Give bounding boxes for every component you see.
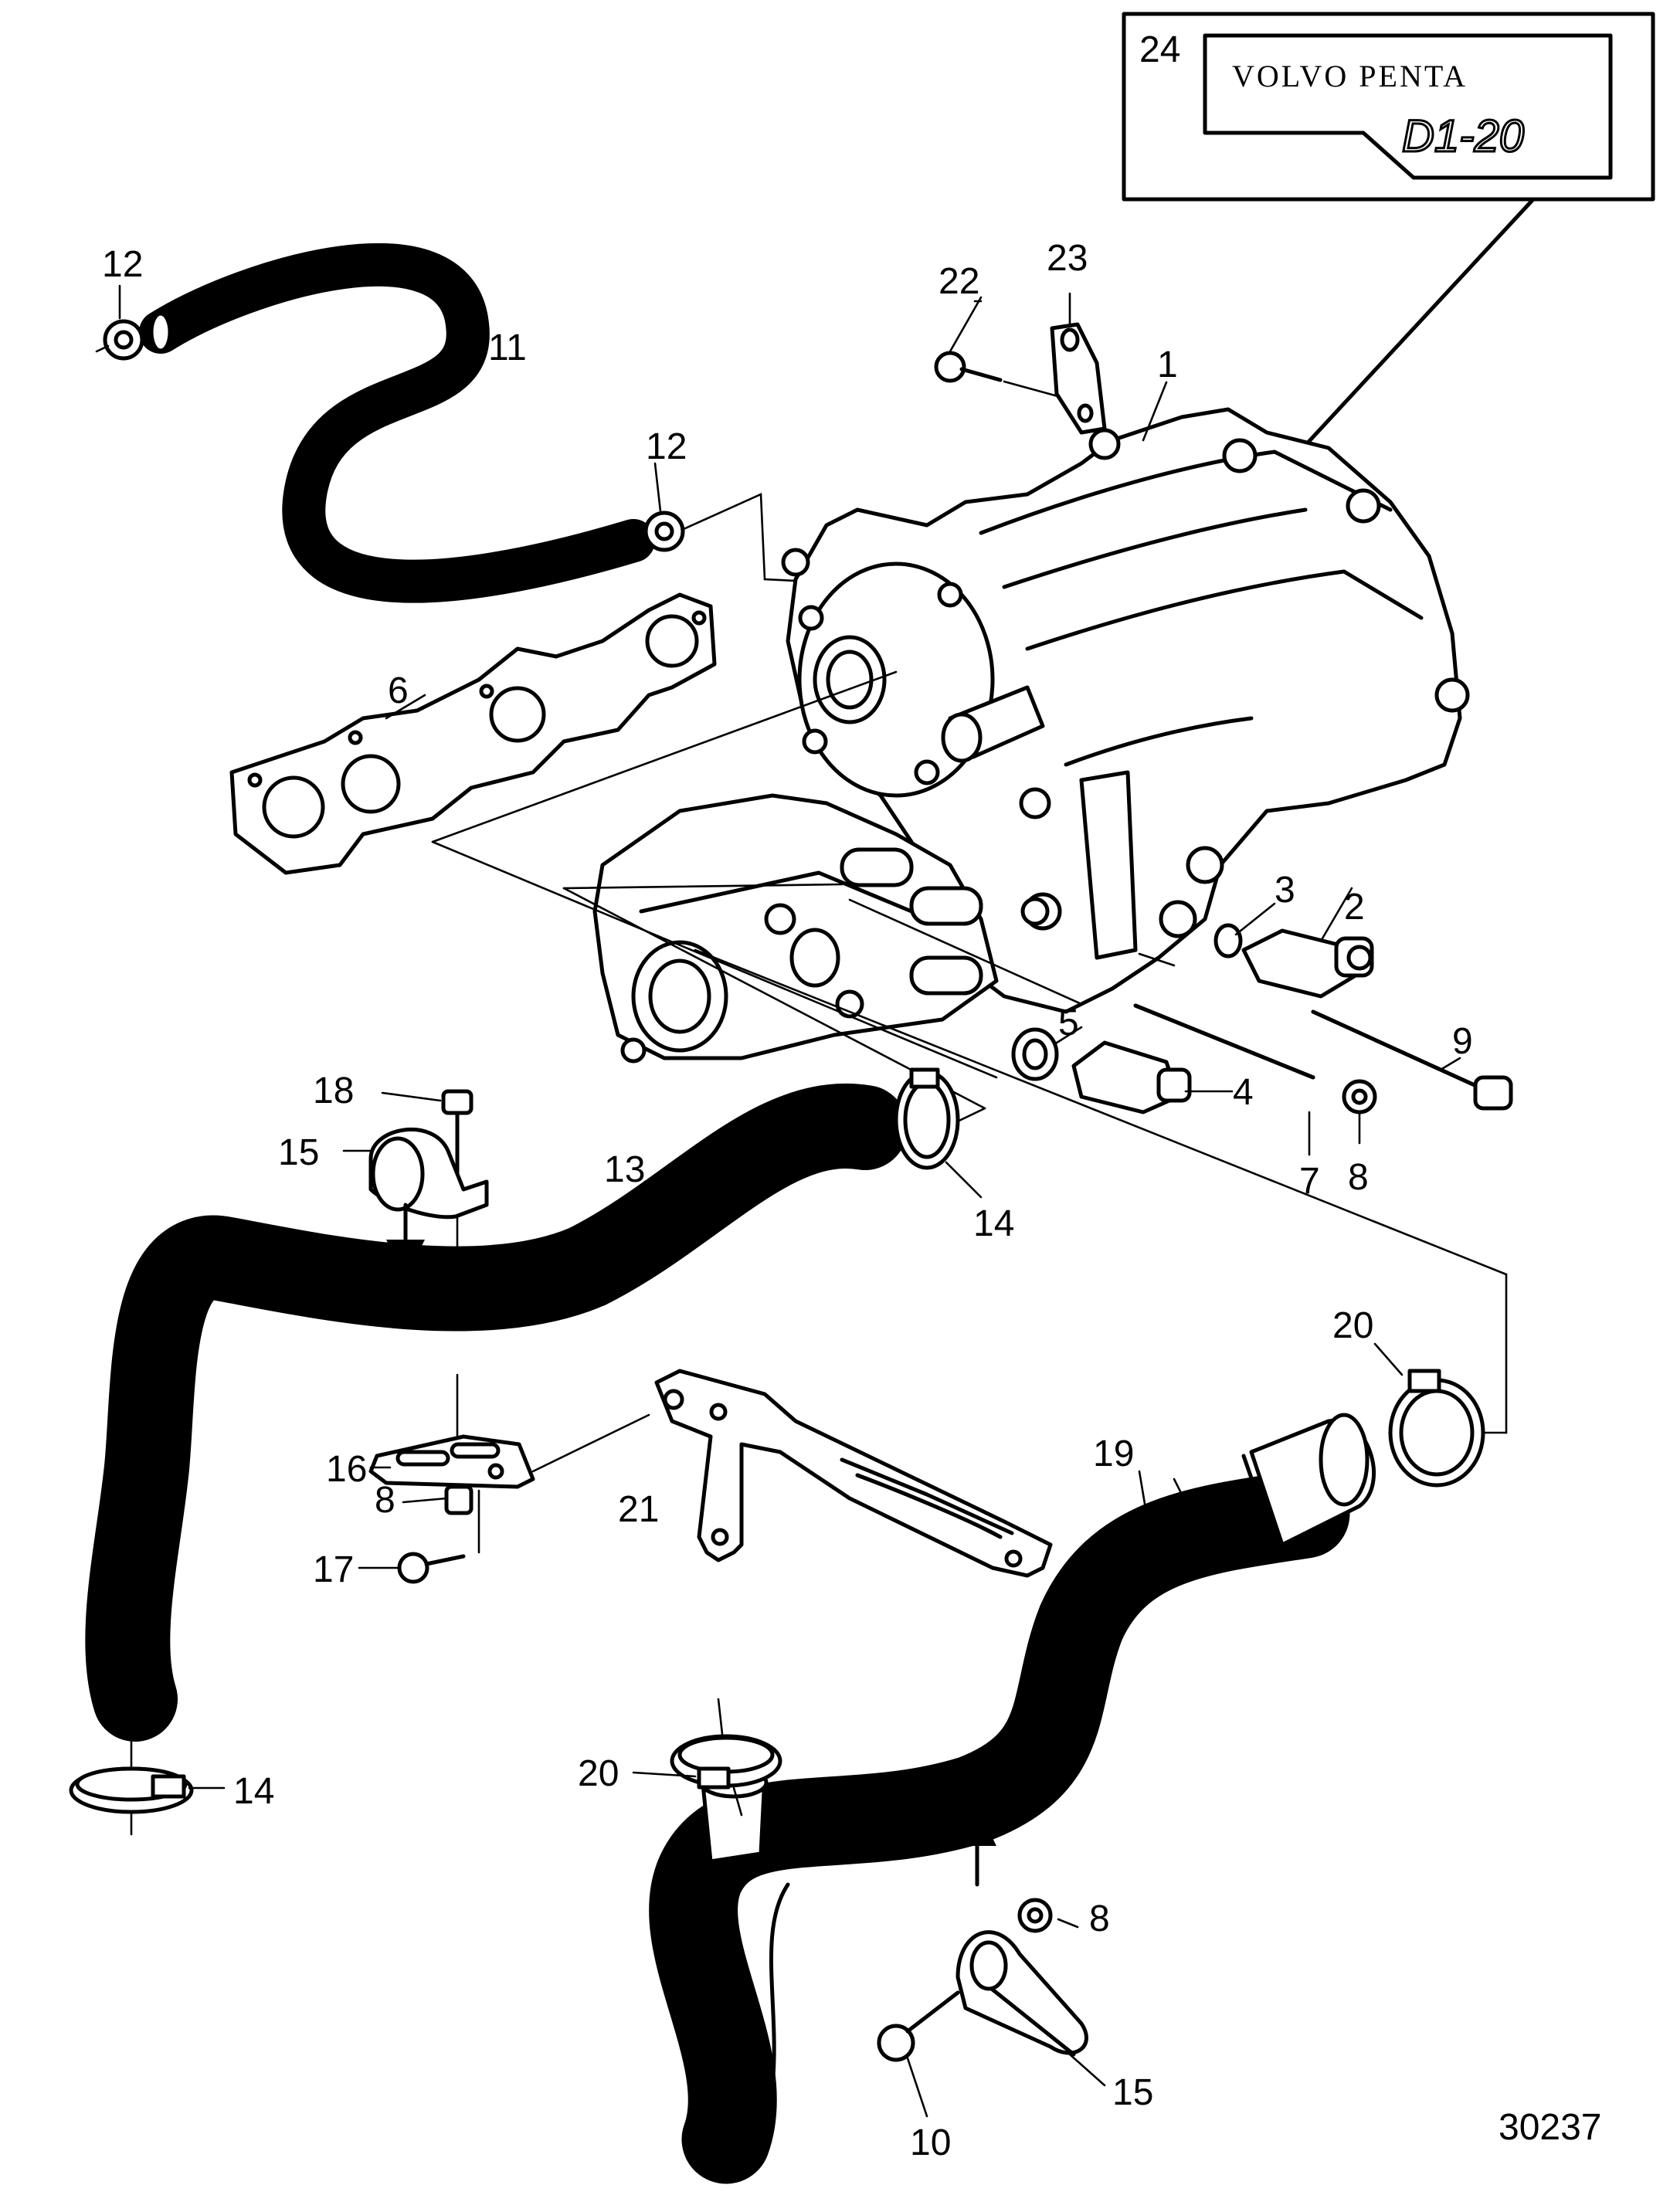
callout-17: 17 <box>313 1549 354 1590</box>
decal-brand-text: VOLVO PENTA <box>1232 59 1468 93</box>
callout-12-right: 12 <box>646 426 687 467</box>
sensor-2 <box>1241 928 1374 999</box>
bolt-10 <box>877 1990 960 2062</box>
arrow-down-left <box>386 1203 425 1278</box>
bolt-17 <box>397 1489 480 1584</box>
assembly-lines <box>431 670 1508 1434</box>
stud-7 <box>1133 1003 1315 1080</box>
callout-14-bottom: 14 <box>233 1771 274 1812</box>
bracket-21 <box>654 1369 1053 1578</box>
clip-15-bottom <box>955 1930 1088 2057</box>
bracket-23 <box>1050 322 1107 435</box>
heat-exchanger-1 <box>781 407 1470 1014</box>
callout-24: 24 <box>1139 29 1180 70</box>
callout-20-right: 20 <box>1332 1305 1373 1346</box>
callout-3: 3 <box>1275 870 1295 911</box>
clamp-20-lower <box>670 1698 782 1817</box>
leader-clamp-12 <box>682 493 797 582</box>
callout-1: 1 <box>1157 344 1178 385</box>
nut-8-left <box>444 1484 474 1515</box>
figure-number: 30237 <box>1499 2107 1601 2148</box>
callout-labels: 1 2 3 4 5 6 7 8 8 8 9 10 11 12 12 13 14 … <box>102 238 1601 2163</box>
callout-8-bottom: 8 <box>1089 1898 1110 1939</box>
callout-9: 9 <box>1452 1021 1473 1062</box>
leader-21 <box>531 1413 650 1473</box>
clamp-12-right <box>643 511 685 552</box>
callout-20-lower: 20 <box>578 1753 619 1794</box>
arrow-up-right <box>958 1807 996 1887</box>
clamp-20-right <box>1388 1369 1485 1488</box>
nut-8-bottom <box>1017 1898 1053 1933</box>
callout-8-top: 8 <box>1348 1157 1369 1198</box>
hose-19 <box>649 1413 1376 2184</box>
callout-10: 10 <box>910 2122 951 2163</box>
callout-2: 2 <box>1344 887 1365 928</box>
callout-6: 6 <box>388 670 409 711</box>
decal-box: VOLVO PENTA D1-20 24 <box>1122 12 1655 202</box>
bolt-18 <box>441 1089 474 1192</box>
gasket-6 <box>229 592 717 875</box>
decal-model-text: D1-20 <box>1402 111 1524 161</box>
clamp-12-left <box>103 319 144 361</box>
callout-7: 7 <box>1299 1161 1320 1202</box>
callout-19: 19 <box>1093 1433 1134 1474</box>
hose-11 <box>139 243 655 603</box>
callout-4: 4 <box>1233 1072 1254 1113</box>
hose-13 <box>85 1084 908 1742</box>
callout-22: 22 <box>939 261 979 302</box>
callout-5: 5 <box>1058 1003 1079 1043</box>
callout-11: 11 <box>488 327 527 368</box>
washer-5 <box>1011 1027 1059 1081</box>
clip-15-top <box>368 1127 489 1220</box>
callout-12-left: 12 <box>102 244 143 285</box>
sensor-4 <box>1071 1040 1192 1114</box>
callout-15-top: 15 <box>278 1132 319 1173</box>
callout-16: 16 <box>326 1449 367 1490</box>
callout-21: 21 <box>618 1489 659 1530</box>
nut-8-top <box>1342 1079 1377 1114</box>
callout-18: 18 <box>313 1070 354 1111</box>
washer-3 <box>1213 923 1243 958</box>
callout-8-left: 8 <box>375 1480 395 1521</box>
clamp-14-top <box>894 1067 960 1170</box>
bolt-9 <box>1311 1009 1513 1111</box>
pump-housing <box>592 793 1050 1064</box>
bracket-16 <box>368 1434 535 1489</box>
callout-15-bottom: 15 <box>1112 2072 1153 2113</box>
clamp-14-bottom <box>69 1721 194 1836</box>
callout-23: 23 <box>1047 238 1088 279</box>
leader-lines <box>95 284 1461 2118</box>
callout-13: 13 <box>604 1149 645 1190</box>
callout-14-top: 14 <box>973 1203 1014 1244</box>
